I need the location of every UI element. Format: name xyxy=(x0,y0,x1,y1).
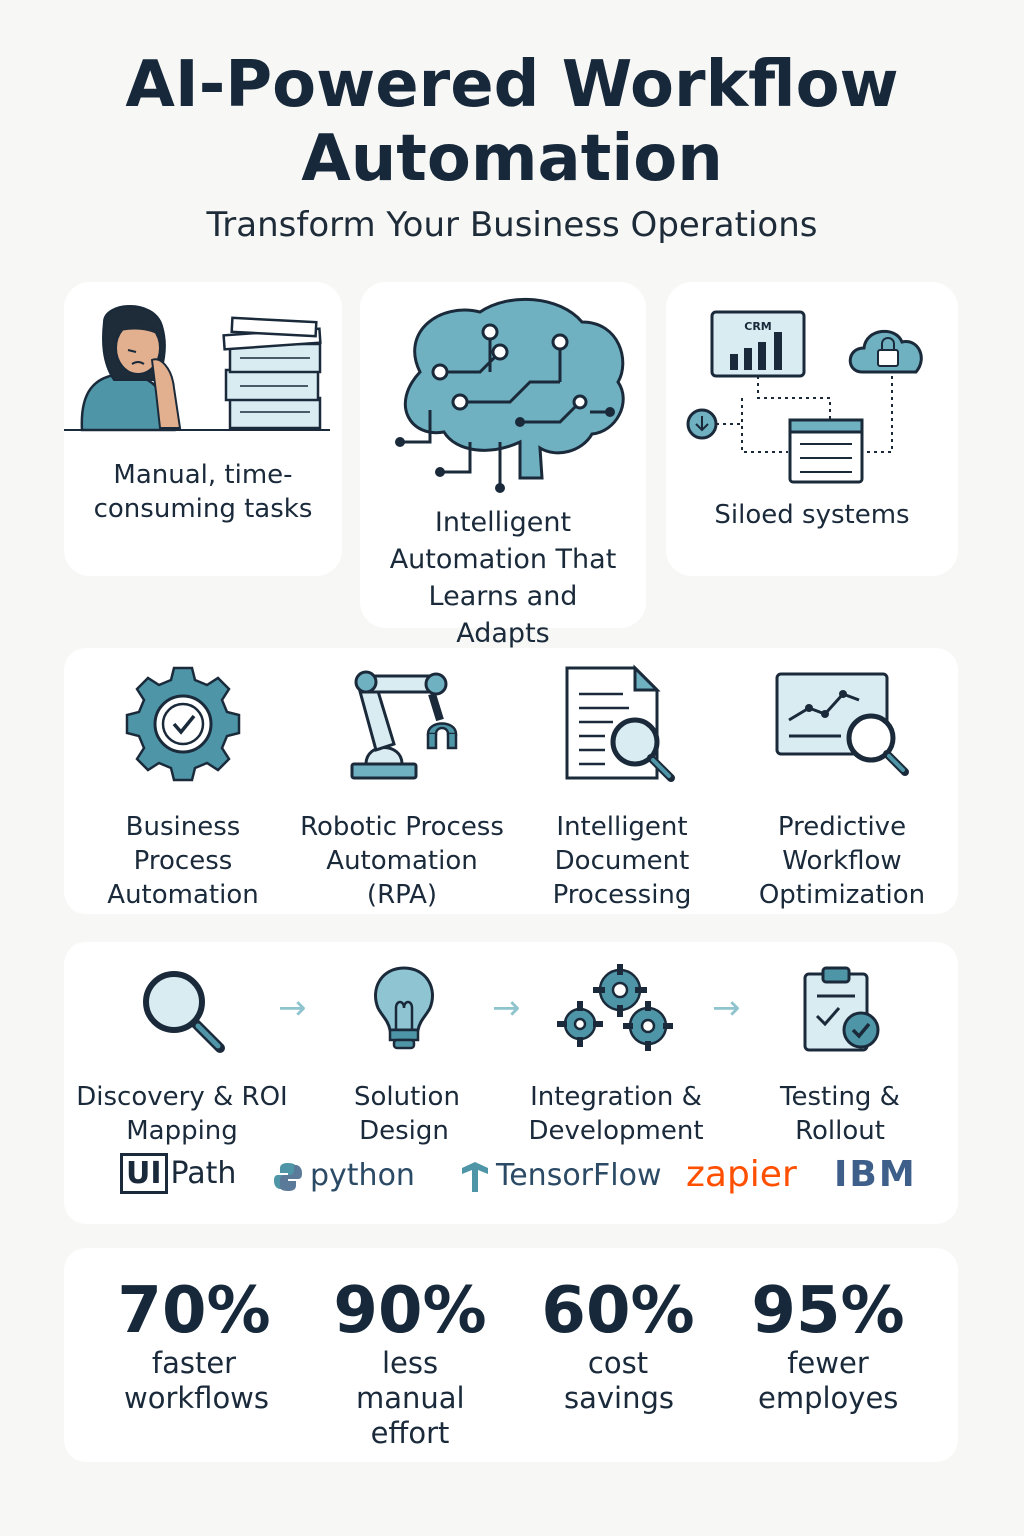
page-title: AI-Powered Workflow Automation xyxy=(0,48,1024,196)
stat-fewer-employes: 95% fewer employes xyxy=(718,1276,938,1416)
capability-label: Intelligent Document Processing xyxy=(552,812,692,910)
capability-label: Business Process Automation xyxy=(107,812,259,910)
tensorflow-logo: TensorFlow xyxy=(458,1158,662,1194)
siloed-systems-text: Siloed systems xyxy=(714,500,910,530)
process-arrow-icon: → xyxy=(492,988,521,1028)
python-snake-icon xyxy=(274,1162,302,1191)
capabilities-panel: Business Process Automation Robotic Proc… xyxy=(64,648,958,914)
process-panel: Discovery & ROI Mapping → Solution Desig… xyxy=(64,942,958,1224)
uipath-logo-box: UI xyxy=(120,1153,168,1194)
crm-label: CRM xyxy=(744,320,772,333)
stat-value: 60% xyxy=(541,1274,695,1348)
magnifier-icon xyxy=(143,971,225,1053)
card-intelligent-automation: Intelligent Automation That Learns and A… xyxy=(360,282,646,649)
process-label: Integration & Development xyxy=(528,1082,704,1146)
title-line-2: Automation xyxy=(301,122,723,196)
zapier-logo: zapier xyxy=(686,1154,797,1195)
python-logo: python xyxy=(272,1158,415,1193)
process-label: Discovery & ROI Mapping xyxy=(76,1082,288,1146)
siloed-systems-icon: CRM xyxy=(686,310,923,484)
gears-icon xyxy=(557,963,673,1051)
uipath-logo-text: Path xyxy=(170,1156,237,1191)
process-step-integration: Integration & Development xyxy=(514,963,718,1148)
capability-label: Robotic Process Automation (RPA) xyxy=(300,812,504,910)
process-step-testing: Testing & Rollout xyxy=(750,964,930,1148)
chart-search-icon xyxy=(775,672,909,776)
lightbulb-icon xyxy=(374,966,434,1050)
capability-predictive-optimization: Predictive Workflow Optimization xyxy=(732,664,952,912)
page-subtitle: Transform Your Business Operations xyxy=(206,205,818,245)
process-arrow-icon: → xyxy=(278,988,307,1028)
card-siloed-systems: CRM Siloed systems xyxy=(666,282,958,576)
process-label: Solution Design xyxy=(354,1082,460,1146)
python-logo-text: python xyxy=(310,1158,415,1193)
process-step-discovery: Discovery & ROI Mapping xyxy=(72,964,292,1148)
stat-value: 70% xyxy=(117,1274,271,1348)
capability-business-process: Business Process Automation xyxy=(74,664,292,912)
stat-label: cost savings xyxy=(564,1346,674,1415)
robot-arm-icon xyxy=(350,670,458,780)
stat-value: 95% xyxy=(751,1274,905,1348)
process-label: Testing & Rollout xyxy=(780,1082,900,1146)
card-manual-tasks: Manual, time-consuming tasks xyxy=(64,282,342,576)
gear-check-icon xyxy=(125,666,241,782)
title-line-1: AI-Powered Workflow xyxy=(125,48,899,122)
capability-rpa: Robotic Process Automation (RPA) xyxy=(292,664,512,912)
stat-less-manual-effort: 90% less manual effort xyxy=(300,1276,520,1451)
document-search-icon xyxy=(565,664,675,782)
tensorflow-logo-text: TensorFlow xyxy=(496,1158,662,1193)
stat-label: faster workflows xyxy=(124,1346,270,1415)
stat-label: less manual effort xyxy=(356,1346,465,1450)
process-arrow-icon: → xyxy=(712,988,741,1028)
tensorflow-icon xyxy=(462,1161,488,1192)
ibm-logo: IBM xyxy=(834,1154,917,1195)
stressed-worker-icon xyxy=(64,305,330,432)
capability-document-processing: Intelligent Document Processing xyxy=(512,664,732,912)
intelligent-automation-text: Intelligent Automation That Learns and A… xyxy=(389,507,617,649)
process-step-solution-design: Solution Design xyxy=(314,964,494,1148)
stats-panel: 70% faster workflows 90% less manual eff… xyxy=(64,1248,958,1462)
capability-label: Predictive Workflow Optimization xyxy=(758,812,926,910)
stat-value: 90% xyxy=(333,1274,487,1348)
manual-tasks-text: Manual, time-consuming tasks xyxy=(93,460,313,524)
stat-faster-workflows: 70% faster workflows xyxy=(84,1276,304,1416)
clipboard-check-icon xyxy=(803,966,880,1052)
stat-label: fewer employes xyxy=(758,1346,899,1415)
stat-cost-savings: 60% cost savings xyxy=(508,1276,728,1416)
circuit-brain-icon xyxy=(395,297,625,493)
